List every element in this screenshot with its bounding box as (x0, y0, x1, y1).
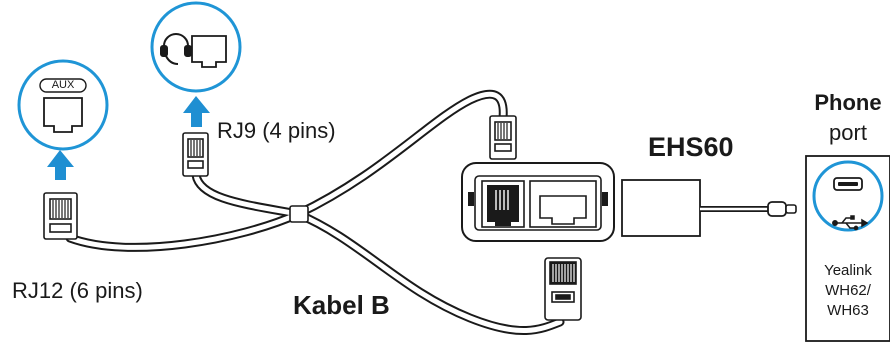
rj9-port-icon (191, 35, 227, 68)
rj9-plug-ehs (489, 115, 517, 160)
model-label-line3: WH63 (827, 302, 869, 319)
rj12-plug (43, 192, 78, 240)
phone-label: Phone (814, 90, 882, 115)
model-label-line2: WH62/ (825, 282, 871, 299)
adapter-label: EHS60 (648, 132, 734, 162)
aux-port-circle (17, 59, 109, 151)
phone-port-panel (805, 155, 890, 342)
aux-label: AUX (51, 79, 75, 91)
model-label-line1: Yealink (824, 262, 872, 279)
arrow-up-rj12-icon (47, 150, 74, 180)
cable-junction (289, 205, 309, 223)
ehs60-adapter (461, 162, 797, 242)
cable-label: Kabel B (293, 290, 390, 320)
cable-b (65, 89, 565, 335)
aux-port-icon (43, 97, 83, 133)
headset-port-circle (150, 1, 242, 93)
rj9-plug (182, 132, 209, 177)
arrow-up-rj9-icon (183, 96, 210, 127)
rj12-label: RJ12 (6 pins) (12, 278, 143, 303)
usb-icon (832, 215, 869, 231)
rj45-plug (544, 257, 582, 321)
port-label: port (829, 120, 867, 145)
headset-icon (160, 33, 192, 65)
rj9-label: RJ9 (4 pins) (217, 118, 336, 143)
